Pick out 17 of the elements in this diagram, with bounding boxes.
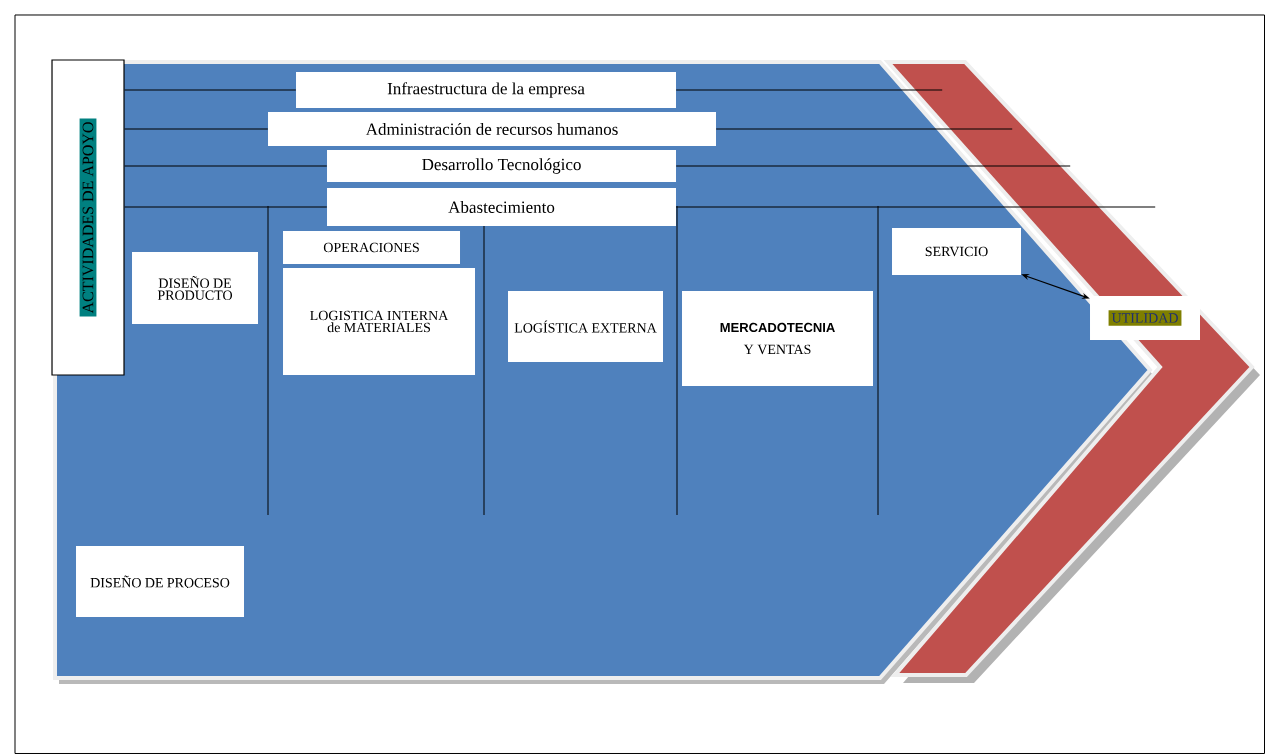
support-activity-box: Abastecimiento [327,188,676,226]
connector-line [124,206,1156,208]
primary-activity-box: LOGÍSTICA EXTERNA [508,291,663,362]
connector-line [124,89,943,91]
primary-activity-box: LOGISTICA INTERNA de MATERIALES [283,268,475,375]
primary-activity-box: SERVICIO [892,228,1021,275]
primary-activity-box: OPERACIONES [283,231,460,264]
support-activity-box: Administración de recursos humanos [268,112,716,146]
primary-activity-box: DISEÑO DE PROCESO [76,546,244,617]
support-activity-box: Desarrollo Tecnológico [327,150,676,182]
support-activity-box: Infraestructura de la empresa [296,72,676,108]
support-activities-box: ACTIVIDADES DE APOYO [51,59,125,376]
margin-box: UTILIDAD [1090,296,1200,340]
connector-line [124,128,1013,130]
primary-activity-box: DISEÑO DE PRODUCTO [132,252,258,324]
primary-activity-box: MERCADOTECNIA Y VENTAS [682,291,873,386]
connector-line [124,165,1071,167]
